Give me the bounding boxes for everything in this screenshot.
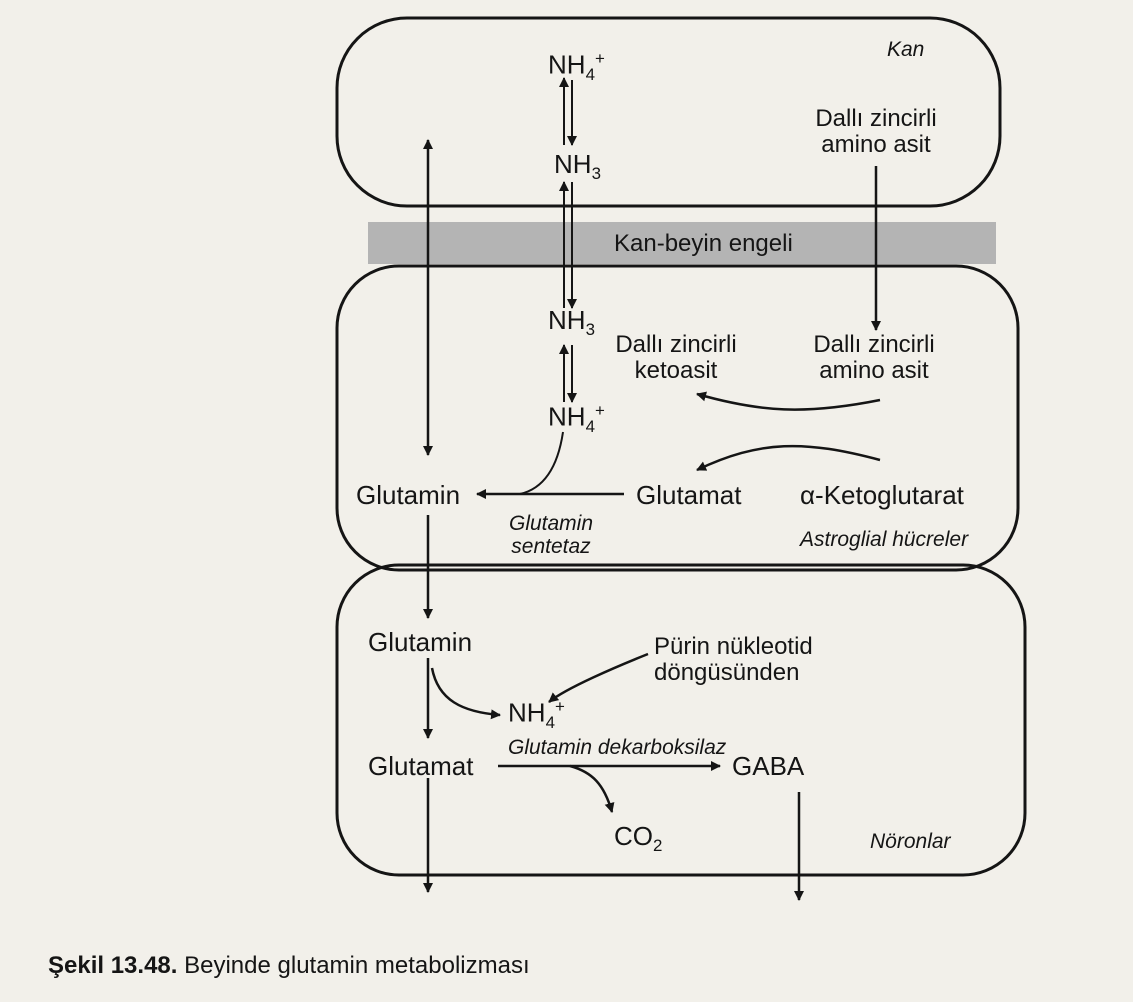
astro-ammonium-label: NH4+: [548, 401, 605, 436]
nh4-to-glutamine-curve: [519, 431, 564, 495]
figure-caption: Şekil 13.48. Beyinde glutamin metabolizm…: [48, 952, 530, 980]
astro-glutamine-label: Glutamin: [356, 480, 461, 510]
purine-cycle-to-nh4-curve: [548, 652, 649, 703]
blood-compartment: [335, 16, 1002, 208]
transamination-curve-upper: [696, 391, 881, 411]
astro-ammonia-label: NH3: [548, 305, 595, 340]
blood-compartment-label: Kan: [887, 38, 925, 61]
neuron-ammonium-label: NH4+: [508, 697, 565, 732]
blood-brain-barrier-band: [368, 222, 996, 264]
blood-ammonia-label: NH3: [554, 149, 601, 184]
blood-ammonium-label: NH4+: [548, 49, 605, 84]
figure-number: Şekil 13.48.: [48, 952, 178, 979]
blood-brain-barrier-label: Kan-beyin engeli: [614, 230, 793, 257]
glutamate-decarboxylase-label: Glutamin dekarboksilaz: [508, 736, 727, 759]
neuron-glutamate-label: Glutamat: [368, 751, 474, 781]
astroglia-compartment: [335, 264, 1020, 572]
figure-title: Beyinde glutamin metabolizması: [184, 952, 530, 979]
astroglia-compartment-label: Astroglial hücreler: [800, 528, 969, 551]
astro-glutamate-label: Glutamat: [636, 480, 742, 510]
neuron-glutamine-label: Glutamin: [368, 627, 473, 657]
neuron-compartment: [335, 563, 1027, 877]
neuron-compartment-label: Nöronlar: [870, 830, 951, 853]
transamination-curve-lower: [696, 444, 881, 472]
carbon-dioxide-label: CO2: [614, 821, 663, 856]
alpha-ketoglutarate-label: α-Ketoglutarat: [800, 480, 964, 510]
co2-release-curve: [569, 764, 615, 813]
gaba-label: GABA: [732, 751, 805, 781]
glutamine-deamidation-curve: [430, 667, 501, 720]
